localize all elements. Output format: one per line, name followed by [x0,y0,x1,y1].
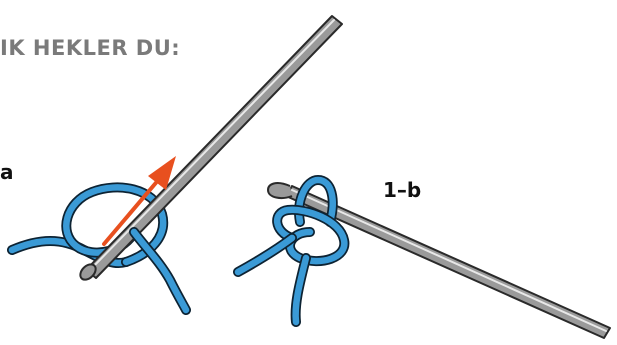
figure-b [233,174,611,339]
step-label-b: 1–b [383,178,422,202]
direction-arrow [102,156,176,246]
page-heading: IK HEKLER DU: [0,36,181,60]
figure-a [7,15,343,315]
step-label-a: a [0,160,14,184]
